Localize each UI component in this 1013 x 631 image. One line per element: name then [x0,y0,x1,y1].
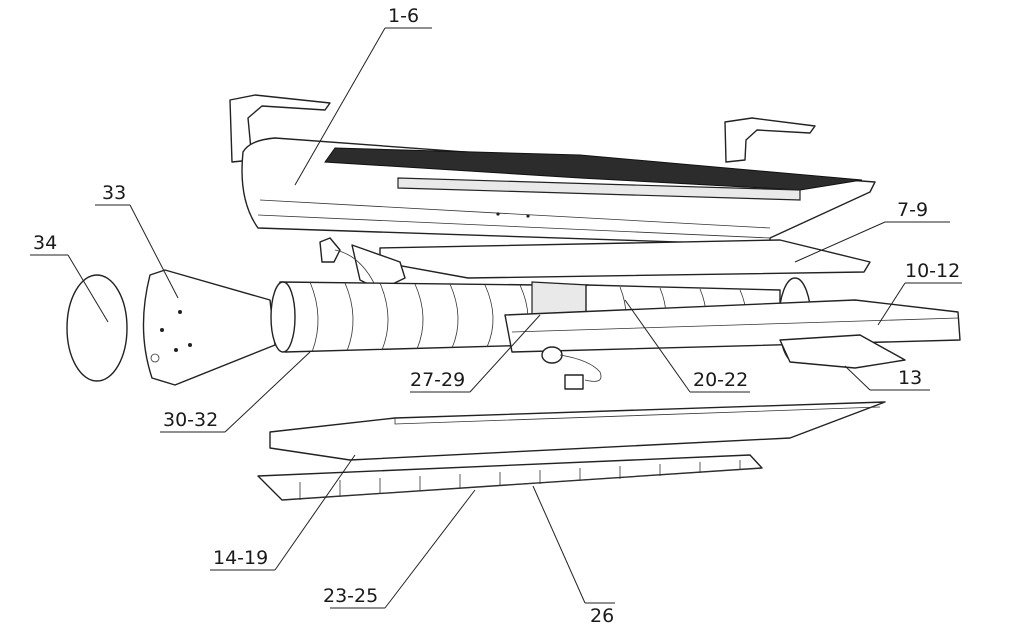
pipe-fitting [319,237,406,291]
callout-26: 26 [590,605,614,627]
callout-1-6: 1-6 [388,5,419,27]
leader-lines [30,27,962,609]
part-33-side-plate [142,269,276,386]
callout-30-32: 30-32 [163,409,218,431]
callout-34: 34 [33,232,57,254]
part-34-end-cap-disc [66,274,128,382]
part-13-bracket [779,334,906,369]
callout-23-25: 23-25 [323,585,378,607]
callout-13: 13 [898,367,922,389]
callout-7-9: 7-9 [897,199,928,221]
callout-27-29: 27-29 [410,369,465,391]
callout-20-22: 20-22 [693,369,748,391]
part-1-6-top-housing [229,94,876,246]
callout-14-19: 14-19 [213,547,268,569]
part-14-19-drain-tray [269,401,886,461]
callout-33: 33 [102,182,126,204]
part-7-9-strip [379,239,871,279]
part-23-25-louver [257,454,763,501]
motor-connector [541,346,602,390]
callout-10-12: 10-12 [905,260,960,282]
